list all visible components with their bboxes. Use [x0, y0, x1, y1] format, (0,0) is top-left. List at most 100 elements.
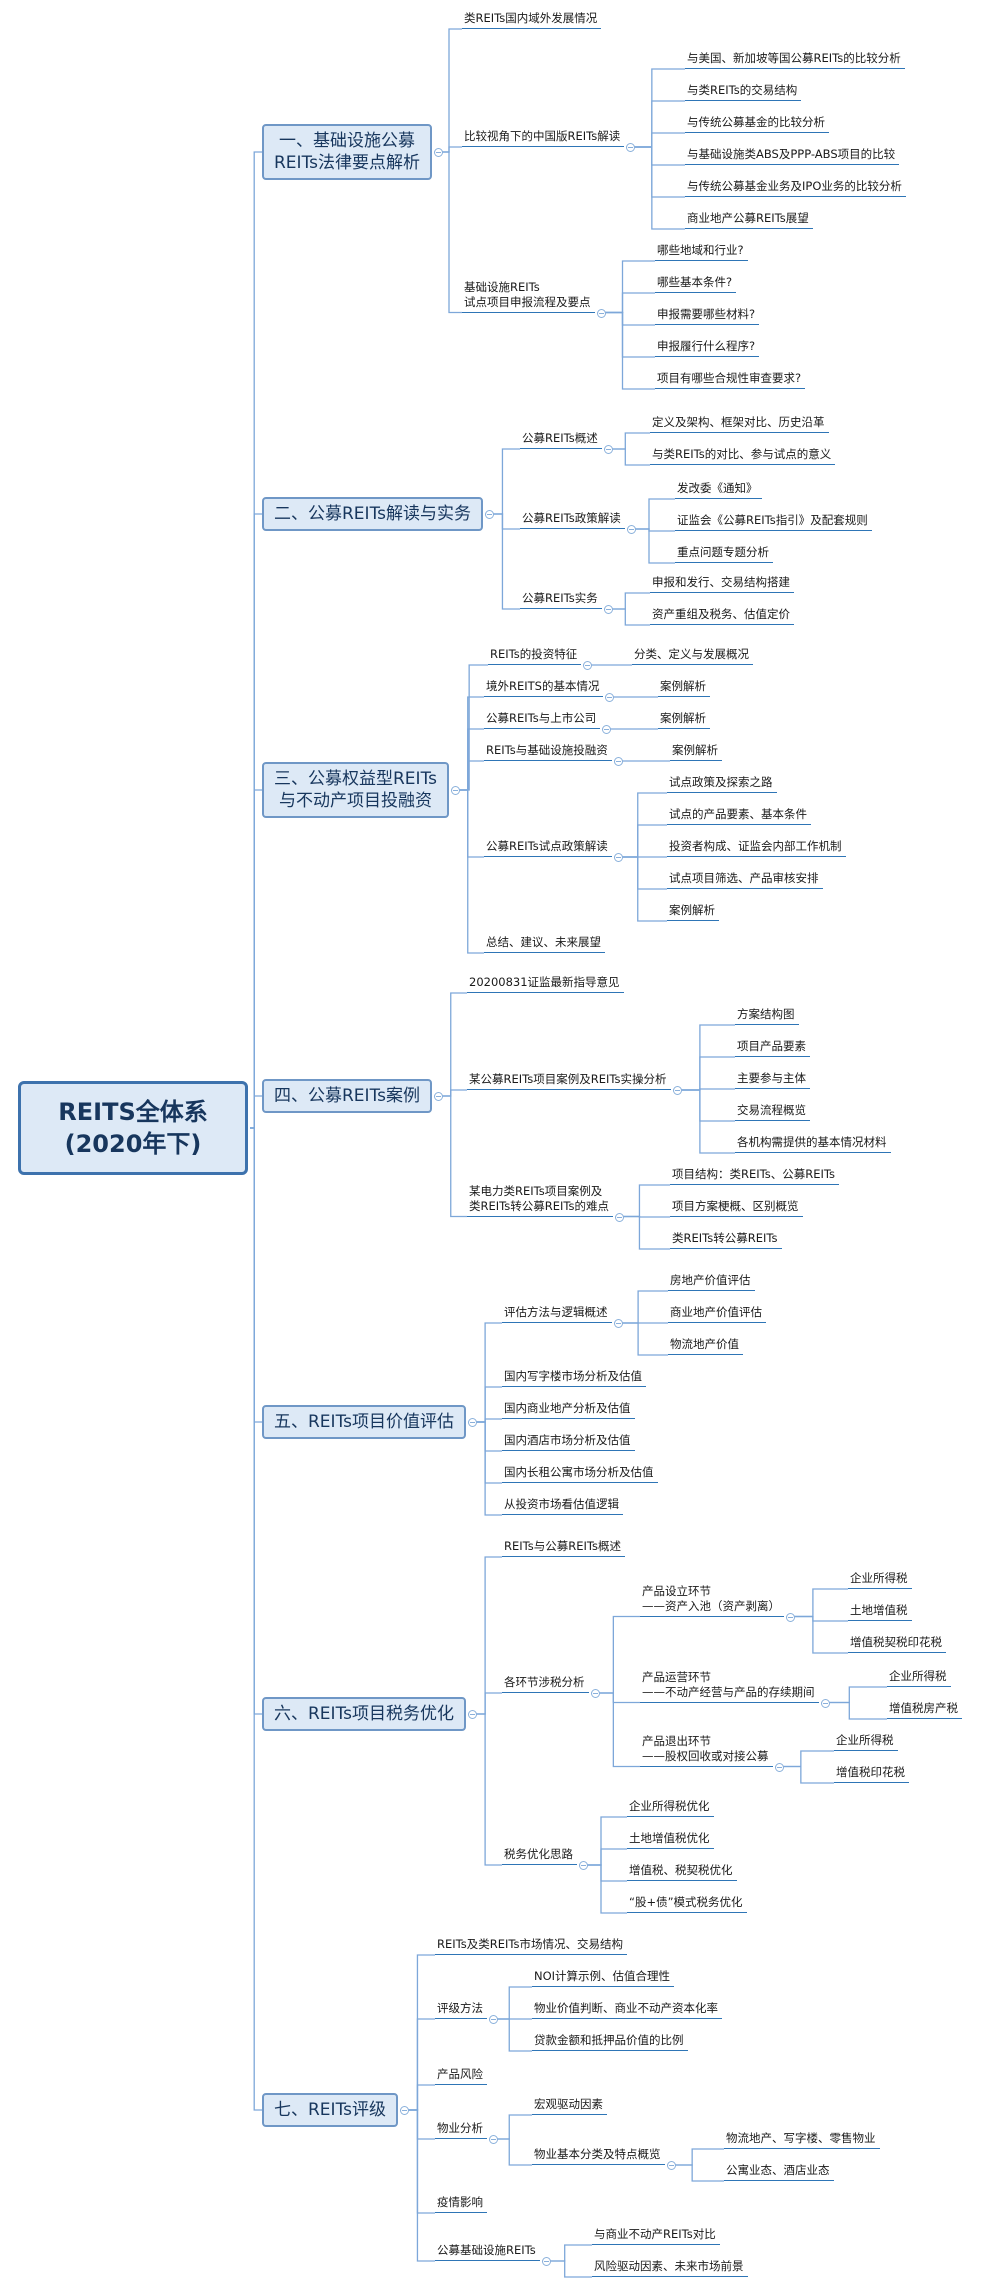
subtopic-m3a[interactable]: REITs的投资特征: [488, 647, 582, 665]
leaf-topic-m6c3[interactable]: 增值税、税契税优化: [627, 1863, 737, 1881]
main-topic-m5[interactable]: 五、REITs项目价值评估: [262, 1405, 466, 1439]
collapse-toggle-icon-m1c[interactable]: [597, 308, 606, 318]
leaf-topic-m2a1[interactable]: 定义及架构、框架对比、历史沿革: [650, 415, 829, 433]
leaf-topic-m1c3[interactable]: 申报需要哪些材料?: [655, 307, 760, 325]
collapse-toggle-icon-m3e[interactable]: [614, 853, 623, 862]
leaf-topic-m1c1[interactable]: 哪些地域和行业?: [655, 243, 748, 261]
leaf-topic-m3c1[interactable]: 案例解析: [658, 711, 710, 729]
leaf-topic-m6b2b[interactable]: 增值税房产税: [887, 1701, 962, 1719]
leaf-topic-m1b1[interactable]: 与美国、新加坡等国公募REITs的比较分析: [685, 51, 905, 69]
collapse-toggle-icon-m7f[interactable]: [542, 2257, 551, 2266]
main-topic-m2[interactable]: 二、公募REITs解读与实务: [262, 497, 483, 531]
collapse-toggle-icon-m1b[interactable]: [626, 143, 635, 152]
leaf-topic-m7c[interactable]: 产品风险: [435, 2067, 487, 2085]
leaf-topic-m6b1b[interactable]: 土地增值税: [848, 1603, 912, 1621]
collapse-toggle-icon-m2[interactable]: [485, 510, 494, 519]
subtopic-m3e[interactable]: 公募REITs试点政策解读: [484, 839, 612, 857]
collapse-toggle-icon-m3b[interactable]: [605, 693, 614, 702]
collapse-toggle-icon-m6b[interactable]: [591, 1689, 600, 1698]
subtopic-m6b[interactable]: 各环节涉税分析: [502, 1675, 589, 1693]
leaf-topic-m7e[interactable]: 疫情影响: [435, 2195, 487, 2213]
leaf-topic-m4c3[interactable]: 类REITs转公募REITs: [670, 1231, 782, 1249]
leaf-topic-m3e5[interactable]: 案例解析: [667, 903, 719, 921]
leaf-topic-m6c1[interactable]: 企业所得税优化: [627, 1799, 714, 1817]
collapse-toggle-icon-m6[interactable]: [468, 1710, 477, 1719]
subtopic-m6b2[interactable]: 产品运营环节——不动产经营与产品的存续期间: [640, 1670, 819, 1703]
leaf-topic-m1b6[interactable]: 商业地产公募REITs展望: [685, 211, 813, 229]
leaf-topic-m4b2[interactable]: 项目产品要素: [735, 1039, 810, 1057]
subtopic-m2c[interactable]: 公募REITs实务: [520, 591, 602, 609]
subtopic-m6c[interactable]: 税务优化思路: [502, 1847, 577, 1865]
leaf-topic-m2a2[interactable]: 与类REITs的对比、参与试点的意义: [650, 447, 836, 465]
leaf-topic-m1c2[interactable]: 哪些基本条件?: [655, 275, 737, 293]
subtopic-m7f[interactable]: 公募基础设施REITs: [435, 2243, 540, 2261]
leaf-topic-m5c[interactable]: 国内商业地产分析及估值: [502, 1401, 635, 1419]
leaf-topic-m5a2[interactable]: 商业地产价值评估: [668, 1305, 766, 1323]
subtopic-m2a[interactable]: 公募REITs概述: [520, 431, 602, 449]
collapse-toggle-icon-m6c[interactable]: [579, 1861, 588, 1870]
leaf-topic-m2b1[interactable]: 发改委《通知》: [675, 481, 762, 499]
root-topic[interactable]: REITS全体系 (2020年下): [18, 1081, 248, 1175]
leaf-topic-m7d2a[interactable]: 物流地产、写字楼、零售物业: [724, 2131, 880, 2149]
subtopic-m3b[interactable]: 境外REITS的基本情况: [484, 679, 604, 697]
subtopic-m7b[interactable]: 评级方法: [435, 2001, 487, 2019]
leaf-topic-m7f2[interactable]: 风险驱动因素、未来市场前景: [592, 2259, 748, 2277]
leaf-topic-m5f[interactable]: 从投资市场看估值逻辑: [502, 1497, 623, 1515]
subtopic-m1b[interactable]: 比较视角下的中国版REITs解读: [462, 129, 625, 147]
leaf-topic-m6c4[interactable]: “股+债”模式税务优化: [627, 1895, 747, 1913]
leaf-topic-m4c2[interactable]: 项目方案梗概、区别概览: [670, 1199, 803, 1217]
leaf-topic-m6b3a[interactable]: 企业所得税: [834, 1733, 898, 1751]
subtopic-m6b3[interactable]: 产品退出环节——股权回收或对接公募: [640, 1734, 773, 1767]
leaf-topic-m5d[interactable]: 国内酒店市场分析及估值: [502, 1433, 635, 1451]
leaf-topic-m2c2[interactable]: 资产重组及税务、估值定价: [650, 607, 794, 625]
subtopic-m4b[interactable]: 某公募REITs项目案例及REITs实操分析: [467, 1072, 671, 1090]
collapse-toggle-icon-m4c[interactable]: [615, 1212, 624, 1222]
leaf-topic-m7b3[interactable]: 贷款金额和抵押品价值的比例: [532, 2033, 688, 2051]
collapse-toggle-icon-m2c[interactable]: [604, 605, 613, 614]
collapse-toggle-icon-m6b1[interactable]: [786, 1612, 795, 1622]
collapse-toggle-icon-m5[interactable]: [468, 1418, 477, 1427]
leaf-topic-m6b3b[interactable]: 增值税印花税: [834, 1765, 909, 1783]
leaf-topic-m4b5[interactable]: 各机构需提供的基本情况材料: [735, 1135, 891, 1153]
leaf-topic-m3e3[interactable]: 投资者构成、证监会内部工作机制: [667, 839, 846, 857]
leaf-topic-m7d1[interactable]: 宏观驱动因素: [532, 2097, 607, 2115]
main-topic-m7[interactable]: 七、REITs评级: [262, 2093, 398, 2127]
collapse-toggle-icon-m7[interactable]: [400, 2106, 409, 2115]
leaf-topic-m6c2[interactable]: 土地增值税优化: [627, 1831, 714, 1849]
leaf-topic-m1b4[interactable]: 与基础设施类ABS及PPP-ABS项目的比较: [685, 147, 900, 165]
leaf-topic-m1b2[interactable]: 与类REITs的交易结构: [685, 83, 802, 101]
collapse-toggle-icon-m4[interactable]: [434, 1092, 443, 1101]
leaf-topic-m1a[interactable]: 类REITs国内域外发展情况: [462, 11, 602, 29]
collapse-toggle-icon-m2a[interactable]: [604, 445, 613, 454]
collapse-toggle-icon-m3c[interactable]: [602, 725, 611, 734]
main-topic-m6[interactable]: 六、REITs项目税务优化: [262, 1697, 466, 1731]
leaf-topic-m7b2[interactable]: 物业价值判断、商业不动产资本化率: [532, 2001, 722, 2019]
leaf-topic-m1b5[interactable]: 与传统公募基金业务及IPO业务的比较分析: [685, 179, 906, 197]
subtopic-m7d[interactable]: 物业分析: [435, 2121, 487, 2139]
leaf-topic-m3e4[interactable]: 试点项目筛选、产品审核安排: [667, 871, 823, 889]
subtopic-m7d2[interactable]: 物业基本分类及特点概览: [532, 2147, 665, 2165]
leaf-topic-m5a3[interactable]: 物流地产价值: [668, 1337, 743, 1355]
leaf-topic-m4c1[interactable]: 项目结构：类REITs、公募REITs: [670, 1167, 840, 1185]
collapse-toggle-icon-m6b3[interactable]: [775, 1762, 784, 1772]
leaf-topic-m3e2[interactable]: 试点的产品要素、基本条件: [667, 807, 811, 825]
subtopic-m6b1[interactable]: 产品设立环节——资产入池（资产剥离）: [640, 1584, 784, 1617]
leaf-topic-m7f1[interactable]: 与商业不动产REITs对比: [592, 2227, 720, 2245]
leaf-topic-m1b3[interactable]: 与传统公募基金的比较分析: [685, 115, 829, 133]
leaf-topic-m2b2[interactable]: 证监会《公募REITs指引》及配套规则: [675, 513, 872, 531]
leaf-topic-m5a1[interactable]: 房地产价值评估: [668, 1273, 755, 1291]
leaf-topic-m5b[interactable]: 国内写字楼市场分析及估值: [502, 1369, 646, 1387]
leaf-topic-m3b1[interactable]: 案例解析: [658, 679, 710, 697]
leaf-topic-m5e[interactable]: 国内长租公寓市场分析及估值: [502, 1465, 658, 1483]
subtopic-m3c[interactable]: 公募REITs与上市公司: [484, 711, 601, 729]
collapse-toggle-icon-m6b2[interactable]: [821, 1698, 830, 1708]
leaf-topic-m4a[interactable]: 20200831证监最新指导意见: [467, 975, 624, 993]
leaf-topic-m6a[interactable]: REITs与公募REITs概述: [502, 1539, 626, 1557]
leaf-topic-m4b1[interactable]: 方案结构图: [735, 1007, 799, 1025]
leaf-topic-m1c5[interactable]: 项目有哪些合规性审查要求?: [655, 371, 806, 389]
subtopic-m4c[interactable]: 某电力类REITs项目案例及类REITs转公募REITs的难点: [467, 1184, 614, 1217]
leaf-topic-m6b1c[interactable]: 增值税契税印花税: [848, 1635, 946, 1653]
leaf-topic-m4b3[interactable]: 主要参与主体: [735, 1071, 810, 1089]
